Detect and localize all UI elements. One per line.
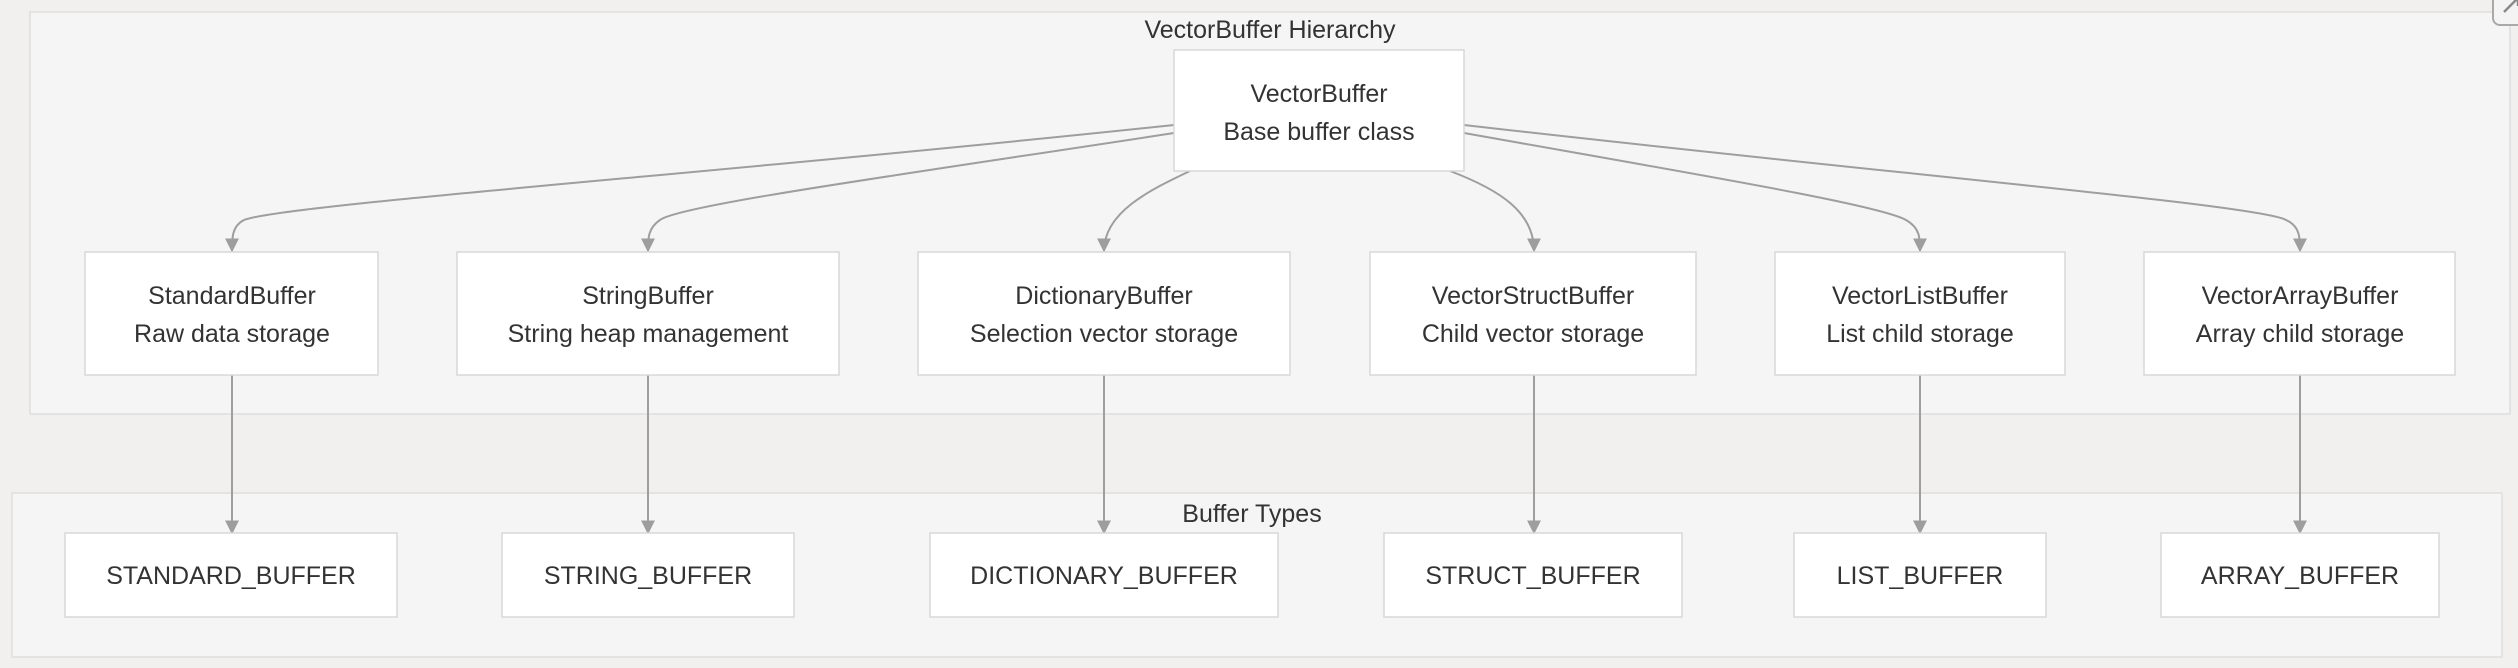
type-label: STRUCT_BUFFER: [1425, 562, 1640, 590]
cluster-label-hierarchy: VectorBuffer Hierarchy: [1144, 16, 1396, 44]
node-title: VectorBuffer: [1250, 80, 1387, 108]
type-standard-buffer: STANDARD_BUFFER: [64, 532, 398, 618]
node-title: DictionaryBuffer: [1015, 282, 1192, 310]
node-stringbuffer: StringBuffer String heap management: [456, 251, 840, 376]
edge-root-stringbuffer: [641, 132, 1175, 253]
node-desc: List child storage: [1826, 320, 2014, 348]
type-dictionary-buffer: DICTIONARY_BUFFER: [929, 532, 1279, 618]
node-desc: Selection vector storage: [970, 320, 1238, 348]
edge-root-vectorlistbuffer: [1463, 132, 1927, 253]
node-vectorstructbuffer: VectorStructBuffer Child vector storage: [1369, 251, 1697, 376]
type-list-buffer: LIST_BUFFER: [1793, 532, 2047, 618]
node-title: StandardBuffer: [148, 282, 316, 310]
node-title: VectorStructBuffer: [1432, 282, 1634, 310]
edge-root-dictionarybuffer: [1097, 170, 1191, 253]
node-desc: Base buffer class: [1223, 118, 1414, 146]
edge-root-vectorarraybuffer: [1463, 124, 2307, 253]
edge-root-vectorstructbuffer: [1449, 170, 1541, 253]
node-desc: String heap management: [508, 320, 789, 348]
node-vectorbuffer: VectorBuffer Base buffer class: [1173, 49, 1465, 172]
type-struct-buffer: STRUCT_BUFFER: [1383, 532, 1683, 618]
type-label: ARRAY_BUFFER: [2201, 562, 2399, 590]
expand-icon-glyph: [2503, 0, 2518, 13]
node-desc: Raw data storage: [134, 320, 330, 348]
node-title: VectorListBuffer: [1832, 282, 2008, 310]
edge-root-standardbuffer: [225, 124, 1175, 253]
type-string-buffer: STRING_BUFFER: [501, 532, 795, 618]
type-label: DICTIONARY_BUFFER: [970, 562, 1238, 590]
node-title: VectorArrayBuffer: [2202, 282, 2399, 310]
node-dictionarybuffer: DictionaryBuffer Selection vector storag…: [917, 251, 1291, 376]
node-desc: Child vector storage: [1422, 320, 1644, 348]
node-vectorlistbuffer: VectorListBuffer List child storage: [1774, 251, 2066, 376]
node-title: StringBuffer: [582, 282, 714, 310]
edges-root-to-children: [225, 124, 2307, 253]
node-standardbuffer: StandardBuffer Raw data storage: [84, 251, 379, 376]
type-label: STRING_BUFFER: [544, 562, 752, 590]
cluster-label-types: Buffer Types: [1182, 500, 1321, 528]
node-vectorarraybuffer: VectorArrayBuffer Array child storage: [2143, 251, 2456, 376]
type-array-buffer: ARRAY_BUFFER: [2160, 532, 2440, 618]
expand-icon[interactable]: [2492, 0, 2518, 26]
edges-children-to-types: [225, 375, 2307, 535]
type-label: LIST_BUFFER: [1837, 562, 2004, 590]
node-desc: Array child storage: [2196, 320, 2404, 348]
type-label: STANDARD_BUFFER: [106, 562, 356, 590]
